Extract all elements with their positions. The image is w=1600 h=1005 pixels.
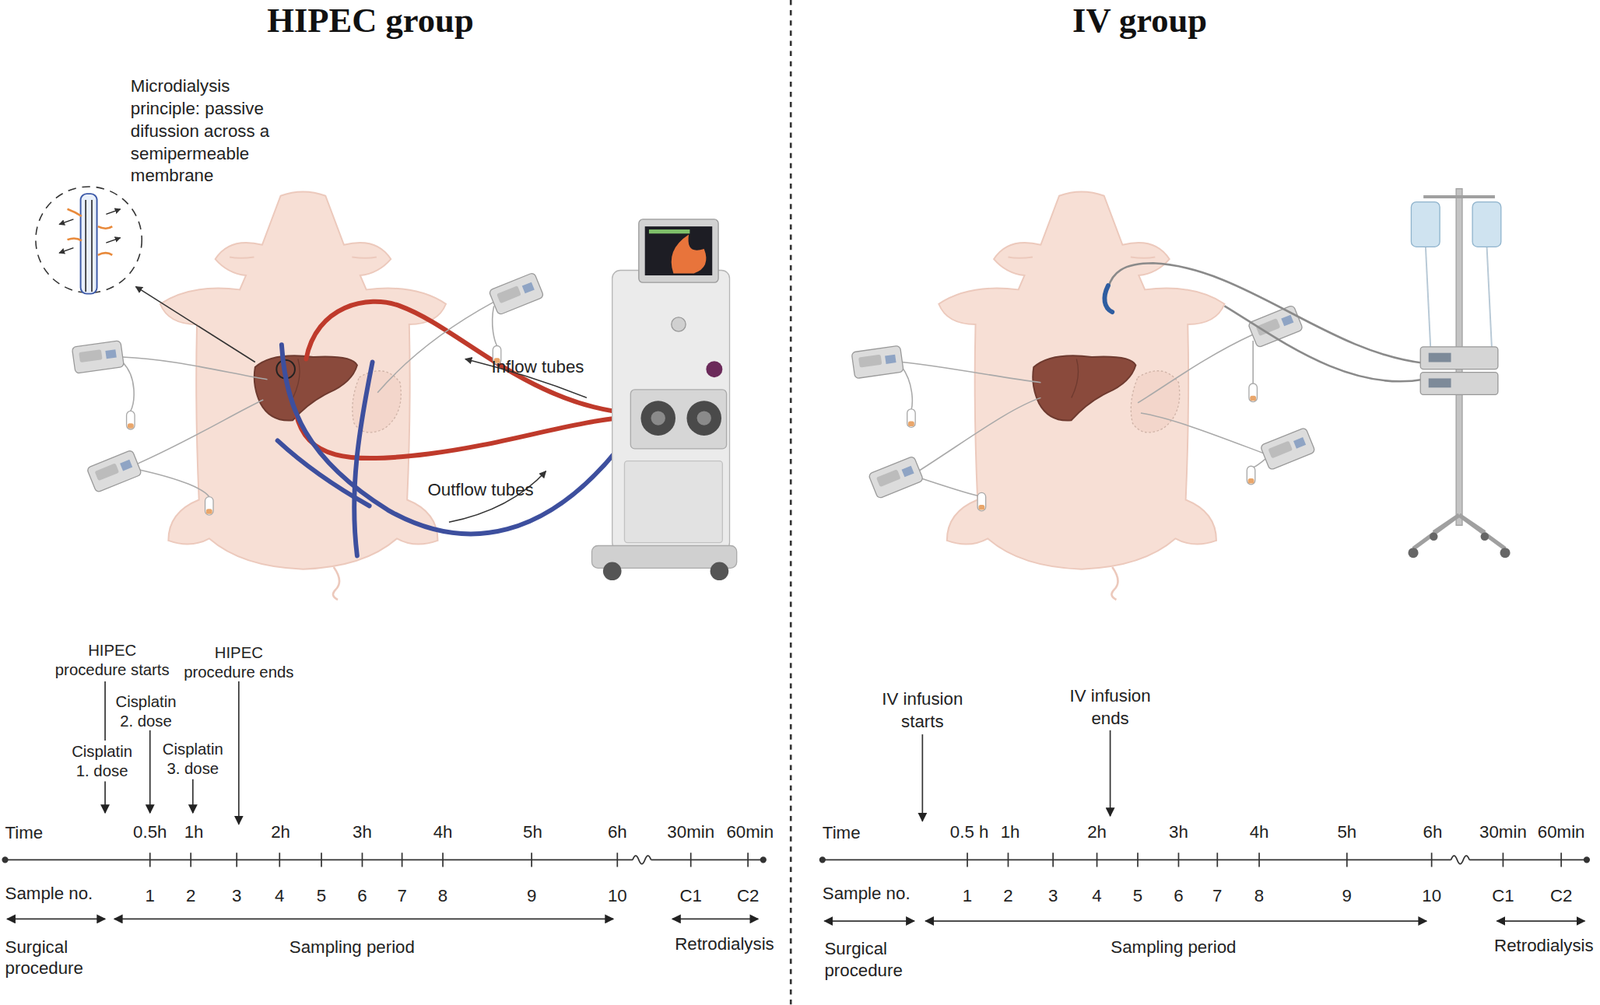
sample-number: 4 [1091, 886, 1102, 907]
sample-number: C2 [1550, 886, 1572, 907]
axis-title: Sample no. [822, 884, 911, 906]
leader-arrow [135, 286, 255, 362]
sample-number: 6 [1173, 886, 1183, 907]
sample-vial [205, 497, 214, 516]
sample-number: 6 [357, 886, 367, 907]
time-tick: 3h [352, 822, 372, 843]
iv-line [1104, 263, 1424, 382]
event-label: IV infusion starts [871, 688, 974, 734]
panel-title: IV group [1072, 0, 1208, 41]
sample-vial [1246, 466, 1255, 485]
sample-number: 10 [607, 886, 628, 907]
microdialysis-lines [122, 301, 497, 497]
sample-number: 2 [1003, 886, 1013, 907]
sample-vial [977, 492, 986, 512]
period-label: Retrodialysis [674, 933, 775, 956]
time-tick: 60min [726, 822, 774, 843]
sample-number: C1 [1491, 886, 1514, 907]
time-tick: 0.5 h [950, 822, 990, 843]
iv-illustration [851, 189, 1510, 600]
sample-vial [126, 410, 135, 430]
hipec-illustration [35, 186, 737, 600]
time-tick: 6h [1423, 822, 1443, 843]
time-tick: 1h [184, 822, 204, 843]
time-tick: 3h [1168, 822, 1189, 843]
sample-number: 3 [1048, 886, 1058, 907]
time-tick: 0.5h [133, 822, 167, 843]
tubes [277, 301, 642, 557]
event-label: Cisplatin 3. dose [157, 740, 229, 779]
sample-number: 5 [1133, 886, 1143, 907]
sample-number: 7 [1212, 886, 1222, 907]
sample-number: 3 [231, 886, 242, 907]
sample-number: 1 [145, 886, 155, 907]
period-label: Retrodialysis [1494, 935, 1594, 958]
sample-number: 5 [316, 886, 327, 907]
event-label: Cisplatin 1. dose [66, 741, 138, 781]
time-tick: 1h [1000, 822, 1021, 843]
microdialysis-pump [488, 272, 544, 316]
iv-stand [1407, 189, 1510, 559]
microdialysis-inset [35, 186, 142, 295]
sample-number: 7 [396, 886, 407, 907]
time-tick: 6h [607, 822, 628, 843]
sample-number: 4 [274, 886, 285, 907]
time-tick: 4h [433, 822, 453, 843]
sample-number: 8 [438, 886, 448, 907]
event-label: IV infusion ends [1059, 685, 1162, 731]
tube-label: Outflow tubes [427, 480, 534, 502]
sample-number: C1 [679, 886, 702, 907]
period-label: Sampling period [1110, 936, 1236, 959]
sample-vial [1249, 383, 1257, 403]
annotation-text: Microdialysis principle: passive difussi… [130, 75, 285, 188]
sample-number: 2 [185, 886, 196, 907]
event-label: HIPEC procedure ends [179, 642, 299, 682]
sample-number: 10 [1421, 886, 1442, 907]
panel-divider [789, 0, 793, 1005]
event-label: HIPEC procedure starts [52, 640, 172, 680]
time-tick: 30min [666, 822, 715, 843]
sample-number: 8 [1254, 886, 1264, 907]
axis-title: Sample no. [5, 884, 94, 906]
pig-illustration [938, 192, 1225, 600]
microdialysis-pump [851, 345, 904, 379]
time-tick: 30min [1479, 822, 1527, 843]
period-label: Sampling period [289, 936, 415, 959]
microdialysis-pump [71, 340, 124, 375]
axis-title: Time [822, 823, 861, 844]
time-tick: 60min [1537, 822, 1586, 843]
timeline [2, 681, 766, 920]
time-tick: 4h [1249, 822, 1270, 843]
sample-number: 9 [1342, 886, 1352, 907]
tube-label: Inflow tubes [491, 357, 585, 378]
time-tick: 5h [522, 822, 543, 843]
timeline [820, 730, 1590, 922]
microdialysis-pump [868, 456, 924, 499]
microdialysis-pump [86, 449, 142, 493]
hipec-machine [592, 219, 737, 581]
panel-title: HIPEC group [266, 0, 474, 41]
sample-vial [907, 409, 916, 429]
period-label: Surgical procedure [5, 936, 108, 980]
time-tick: 5h [1336, 822, 1357, 843]
axis-title: Time [5, 823, 44, 844]
sample-number: 1 [962, 886, 972, 907]
time-tick: 2h [1087, 822, 1107, 843]
pig-illustration [160, 192, 446, 600]
microdialysis-lines [901, 334, 1266, 496]
microdialysis-pump [1259, 427, 1316, 471]
event-label: Cisplatin 2. dose [110, 691, 183, 731]
time-tick: 2h [270, 822, 291, 843]
sample-number: 9 [526, 886, 537, 907]
period-label: Surgical procedure [824, 938, 927, 982]
sample-number: C2 [736, 886, 759, 907]
